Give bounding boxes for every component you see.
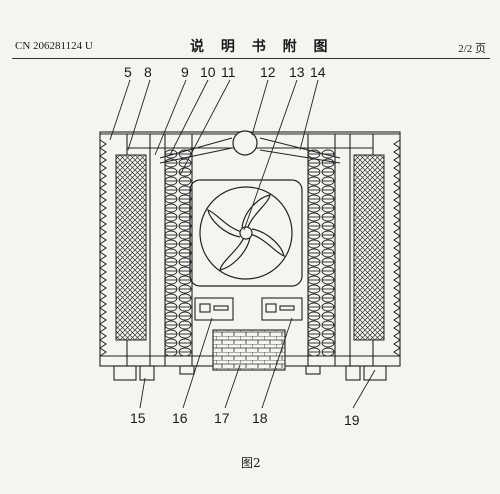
label-12: 12	[260, 64, 276, 80]
label-8: 8	[144, 64, 152, 80]
right-filter-panel	[353, 154, 385, 341]
label-11: 11	[221, 64, 236, 80]
right-foot	[363, 365, 387, 381]
label-16: 16	[172, 410, 188, 426]
page-number: 2/2 页	[458, 43, 486, 55]
page-title: 说 明 书 附 图	[190, 39, 334, 55]
patent-number: CN 206281124 U	[15, 40, 93, 52]
drive-belt	[159, 137, 341, 164]
label-13: 13	[289, 64, 305, 80]
label-19: 19	[344, 412, 360, 428]
fan-housing	[189, 179, 303, 287]
fan-blades	[207, 194, 285, 271]
figure-caption: 图2	[241, 456, 261, 470]
label-15: 15	[130, 410, 146, 426]
water-tank	[212, 329, 286, 371]
left-filter-panel	[115, 154, 147, 341]
label-17: 17	[214, 410, 230, 426]
label-5: 5	[124, 64, 132, 80]
right-sawtooth-edge	[393, 139, 401, 357]
control-box-right	[261, 297, 303, 321]
label-9: 9	[181, 64, 189, 80]
roller-columns	[164, 149, 335, 357]
drive-wheel	[232, 130, 258, 156]
left-foot	[113, 365, 137, 381]
left-sawtooth-edge	[99, 139, 107, 357]
fan-ring	[199, 186, 293, 280]
fan-hub	[239, 226, 253, 240]
label-18: 18	[252, 410, 268, 426]
header-rule	[12, 58, 490, 59]
control-box-left	[194, 297, 234, 321]
leader-lines	[109, 79, 376, 409]
label-14: 14	[310, 64, 326, 80]
label-10: 10	[200, 64, 216, 80]
